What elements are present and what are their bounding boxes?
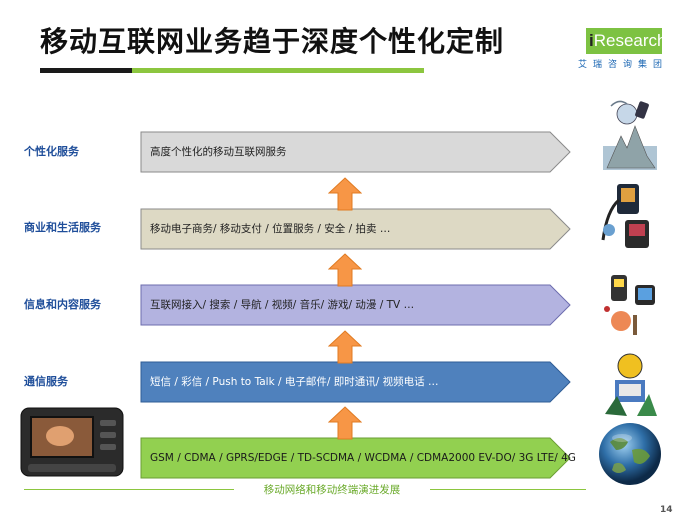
phone-device-icon xyxy=(20,407,124,477)
footer-caption: 移动网络和移动终端演进发展 xyxy=(263,484,401,496)
up-arrow-icon xyxy=(328,330,362,364)
slide-title: 移动互联网业务趋于深度个性化定制 xyxy=(40,25,505,58)
layer-shape xyxy=(140,437,571,479)
layer-shape xyxy=(140,284,571,326)
up-arrow-icon xyxy=(328,253,362,287)
collage-icon-1 xyxy=(603,100,657,170)
logo-cn-text: 艾瑞咨询集团 xyxy=(578,60,669,70)
row-label-personalized: 个性化服务 xyxy=(24,145,79,158)
row-label-communication: 通信服务 xyxy=(24,375,68,388)
layer-text: 高度个性化的移动互联网服务 xyxy=(150,146,287,158)
layer-text: 互联网接入/ 搜索 / 导航 / 视频/ 音乐/ 游戏/ 动漫 / TV … xyxy=(150,299,415,311)
page-number: 14 xyxy=(660,505,673,515)
collage-icon-2 xyxy=(601,184,649,248)
globe-icon xyxy=(599,423,661,485)
up-arrow-icon xyxy=(328,177,362,211)
row-label-info-content: 信息和内容服务 xyxy=(24,298,101,311)
layer-commerce-life: 移动电子商务/ 移动支付 / 位置服务 / 安全 / 拍卖 … xyxy=(140,208,572,250)
layer-network: GSM / CDMA / GPRS/EDGE / TD-SCDMA / WCDM… xyxy=(140,437,576,479)
collage-icon-4 xyxy=(605,353,657,416)
collage-icon-3 xyxy=(604,275,655,335)
layer-communication: 短信 / 彩信 / Push to Talk / 电子邮件/ 即时通讯/ 视频电… xyxy=(140,361,572,403)
logo-prefix: i xyxy=(589,31,594,50)
layer-text: 短信 / 彩信 / Push to Talk / 电子邮件/ 即时通讯/ 视频电… xyxy=(150,376,439,388)
title-rule-green xyxy=(132,68,424,73)
layer-shape xyxy=(140,361,571,403)
layer-info-content: 互联网接入/ 搜索 / 导航 / 视频/ 音乐/ 游戏/ 动漫 / TV … xyxy=(140,284,572,326)
layer-text: GSM / CDMA / GPRS/EDGE / TD-SCDMA / WCDM… xyxy=(150,452,576,464)
footer-rule-left xyxy=(24,489,234,490)
title-rule-dark xyxy=(40,68,132,73)
layer-text: 移动电子商务/ 移动支付 / 位置服务 / 安全 / 拍卖 … xyxy=(150,223,391,235)
layer-shape xyxy=(140,208,571,250)
layer-shape xyxy=(140,131,571,173)
footer-rule-right xyxy=(430,489,586,490)
logo-name-box: iResearch xyxy=(586,28,667,54)
layer-personalized: 高度个性化的移动互联网服务 xyxy=(140,131,572,173)
logo-name: Research xyxy=(593,31,667,50)
row-label-commerce-life: 商业和生活服务 xyxy=(24,221,101,234)
up-arrow-icon xyxy=(328,406,362,440)
iresearch-logo: iResearch 艾瑞咨询集团 xyxy=(576,24,669,72)
